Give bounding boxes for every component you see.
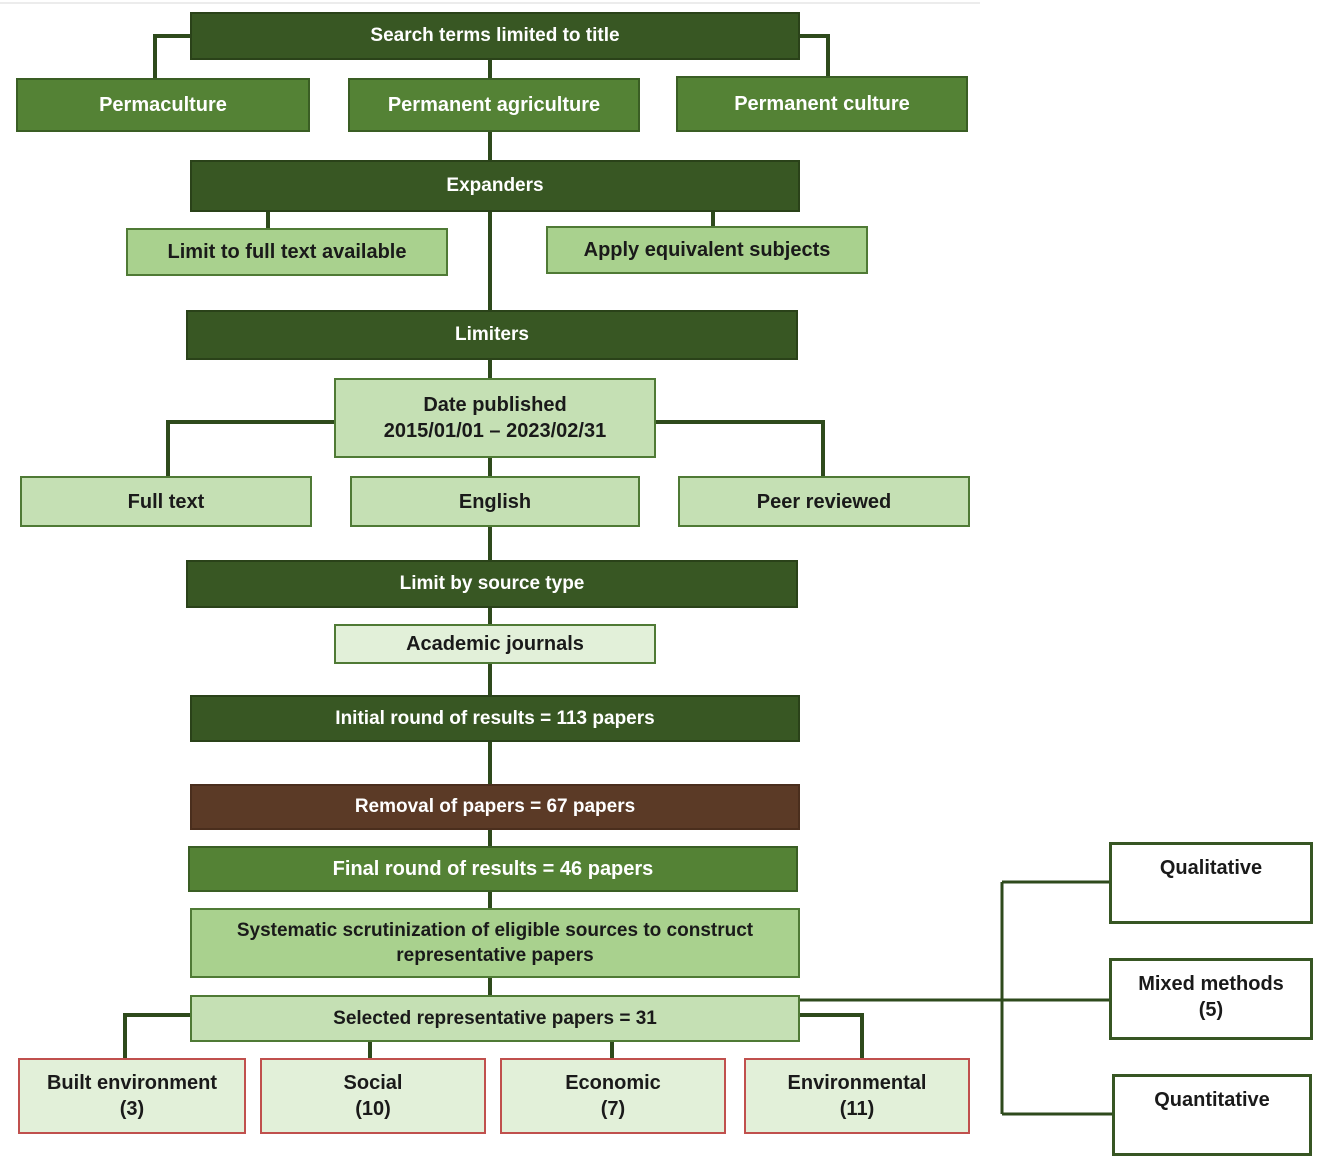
date-published-box: Date published 2015/01/01 – 2023/02/31 [334,378,656,458]
limiters-header: Limiters [186,310,798,360]
date-range-label: 2015/01/01 – 2023/02/31 [383,420,607,442]
limiter-peer-reviewed-label: Peer reviewed [756,490,892,513]
method-mixed: Mixed methods (5) [1109,958,1313,1040]
search-terms-header-label: Search terms limited to title [370,25,620,46]
category-environmental-count: (11) [839,1098,875,1120]
expander-equivalent-subjects-label: Apply equivalent subjects [583,239,831,261]
expander-equivalent-subjects: Apply equivalent subjects [546,226,868,274]
method-qualitative-label: Qualitative [1159,857,1263,879]
category-environmental-label: Environmental [787,1072,927,1094]
connector-cat-left [123,1013,190,1058]
category-social: Social (10) [260,1058,486,1134]
connector-search-left [153,34,190,78]
initial-results-box: Initial round of results = 113 papers [190,695,800,742]
final-results-label: Final round of results = 46 papers [332,858,654,880]
limiter-full-text-label: Full text [127,490,205,513]
connector-cat-right [800,1013,864,1058]
expander-full-text-label: Limit to full text available [167,241,407,263]
source-academic-journals: Academic journals [334,624,656,664]
connector-date-right [656,420,825,476]
source-academic-journals-label: Academic journals [406,633,584,655]
term-permanent-culture-label: Permanent culture [734,93,910,115]
expanders-header-label: Expanders [446,175,544,196]
category-built-environment-label: Built environment [46,1072,217,1094]
category-economic: Economic (7) [500,1058,726,1134]
category-environmental: Environmental (11) [744,1058,970,1134]
limiters-header-label: Limiters [455,324,529,345]
source-type-header-label: Limit by source type [399,573,585,594]
term-permaculture-label: Permaculture [99,94,227,116]
scrutinization-box: Systematic scrutinization of eligible so… [190,908,800,978]
expander-full-text: Limit to full text available [126,228,448,276]
limiter-english-label: English [458,490,532,513]
method-mixed-label: Mixed methods [1138,973,1284,995]
expanders-header: Expanders [190,160,800,212]
category-built-environment-count: (3) [119,1098,145,1120]
removal-box: Removal of papers = 67 papers [190,784,800,830]
category-economic-label: Economic [565,1072,661,1094]
method-quantitative-label: Quantitative [1154,1089,1270,1111]
limiter-peer-reviewed: Peer reviewed [678,476,970,527]
top-divider [0,2,980,4]
source-type-header: Limit by source type [186,560,798,608]
selected-papers-box: Selected representative papers = 31 [190,995,800,1042]
scrutinization-line1: Systematic scrutinization of eligible so… [236,920,754,941]
method-quantitative: Quantitative [1112,1074,1312,1156]
date-published-label: Date published [423,394,567,416]
limiter-english: English [350,476,640,527]
selected-papers-label: Selected representative papers = 31 [333,1007,657,1029]
search-terms-header: Search terms limited to title [190,12,800,60]
connector-date-left [166,420,336,476]
limiter-full-text: Full text [20,476,312,527]
method-qualitative: Qualitative [1109,842,1313,924]
category-social-label: Social [343,1072,403,1094]
term-permanent-culture: Permanent culture [676,76,968,132]
term-permanent-agriculture-label: Permanent agriculture [387,94,601,116]
method-mixed-count: (5) [1198,999,1224,1021]
connector-search-right [800,34,830,76]
term-permanent-agriculture: Permanent agriculture [348,78,640,132]
category-built-environment: Built environment (3) [18,1058,246,1134]
term-permaculture: Permaculture [16,78,310,132]
final-results-box: Final round of results = 46 papers [188,846,798,892]
scrutinization-line2: representative papers [396,945,594,966]
category-economic-count: (7) [600,1098,626,1120]
initial-results-label: Initial round of results = 113 papers [335,707,655,729]
category-social-count: (10) [355,1098,391,1120]
removal-label: Removal of papers = 67 papers [354,796,636,817]
